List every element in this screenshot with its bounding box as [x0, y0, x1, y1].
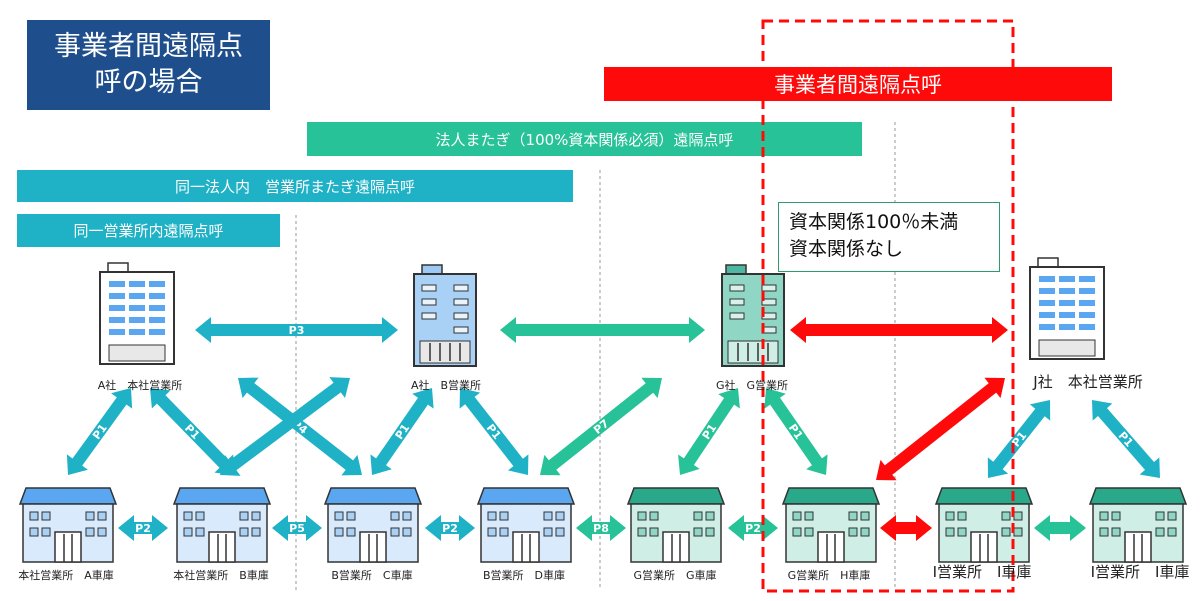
- depot-1: [19, 487, 117, 563]
- capital-note-line-2: 資本関係なし: [789, 238, 904, 260]
- arrow-label-p2: P2: [442, 522, 458, 535]
- building-j-hq: [1029, 257, 1105, 360]
- label-depot-8: I営業所 I車庫: [1090, 563, 1190, 581]
- depot-6: [782, 487, 880, 563]
- capital-note-line-1: 資本関係100％未満: [789, 211, 959, 233]
- arrow-p7: [540, 377, 662, 476]
- arrow-p3: [195, 317, 398, 343]
- band-same-corporation: 同一法人内 営業所またぎ遠隔点呼: [17, 170, 573, 202]
- arrow-label-p5: P5: [289, 522, 305, 535]
- label-depot-4: B営業所 D車庫: [482, 569, 566, 582]
- arrow-label-p3: P3: [289, 324, 305, 337]
- depot-8: [1089, 487, 1187, 563]
- band-cross-corporation: 法人またぎ（100%資本関係必須）遠隔点呼: [307, 122, 862, 156]
- label-a-hq: A社 本社営業所: [97, 379, 183, 392]
- label-depot-2: 本社営業所 B車庫: [173, 569, 269, 582]
- depot-4: [477, 487, 575, 563]
- capital-relation-note: 資本関係100％未満 資本関係なし: [778, 202, 1000, 272]
- label-depot-3: B営業所 C車庫: [331, 569, 413, 582]
- arrow-p2-2: [425, 515, 475, 541]
- arrow-a-to-g: [500, 317, 705, 343]
- arrow-p1-b2: [459, 388, 529, 475]
- arrow-p1-g1: [678, 388, 740, 475]
- label-depot-5: G営業所 G車庫: [633, 569, 717, 582]
- band-inter-carrier: 事業者間遠隔点呼: [604, 67, 1112, 101]
- building-a-hq: [99, 262, 175, 365]
- diagram-title: 事業者間遠隔点 呼の場合: [27, 20, 270, 110]
- arrow-label-p8: P8: [593, 522, 609, 535]
- arrow-p1-a2: [150, 388, 235, 475]
- depot-2: [173, 487, 271, 563]
- arrow-p1-b1: [370, 388, 434, 475]
- arrow-p8: [576, 515, 626, 541]
- label-depot-7: I営業所 I車庫: [932, 563, 1032, 581]
- arrow-p2-1: [118, 515, 168, 541]
- arrow-p1-j2: [1092, 400, 1160, 478]
- label-depot-6: G営業所 H車庫: [787, 569, 871, 582]
- arrow-p2-3: [728, 515, 778, 541]
- label-depot-1: 本社営業所 A車庫: [18, 569, 114, 582]
- arrow-g-to-j: [790, 317, 1008, 343]
- arrow-p4-b: [220, 377, 350, 476]
- depot-5: [627, 487, 725, 563]
- title-line-1: 事業者間遠隔点: [54, 31, 243, 62]
- label-g-office: G社 G営業所: [715, 379, 789, 392]
- arrow-i-to-i: [1034, 515, 1086, 541]
- depot-3: [324, 487, 422, 563]
- band-same-office: 同一営業所内遠隔点呼: [17, 214, 280, 247]
- label-j-hq: J社 本社営業所: [1033, 373, 1143, 391]
- building-g-office: [721, 264, 785, 367]
- arrow-p1-j1: [987, 400, 1051, 478]
- building-a-b-office: [413, 264, 477, 367]
- label-a-b-office: A社 B営業所: [410, 379, 482, 392]
- arrow-p4-a: [238, 377, 362, 476]
- title-line-2: 呼の場合: [94, 67, 203, 98]
- arrow-p5: [272, 515, 322, 541]
- arrow-p1-g2: [764, 388, 828, 475]
- depot-7: [935, 487, 1033, 563]
- arrow-label-p2: P2: [745, 522, 761, 535]
- arrow-j-to-h: [876, 377, 1005, 481]
- arrow-p1-a1: [66, 388, 133, 475]
- inter-carrier-scope-box: [761, 19, 1015, 593]
- arrow-label-p2: P2: [135, 522, 151, 535]
- arrow-h-to-i: [880, 515, 932, 541]
